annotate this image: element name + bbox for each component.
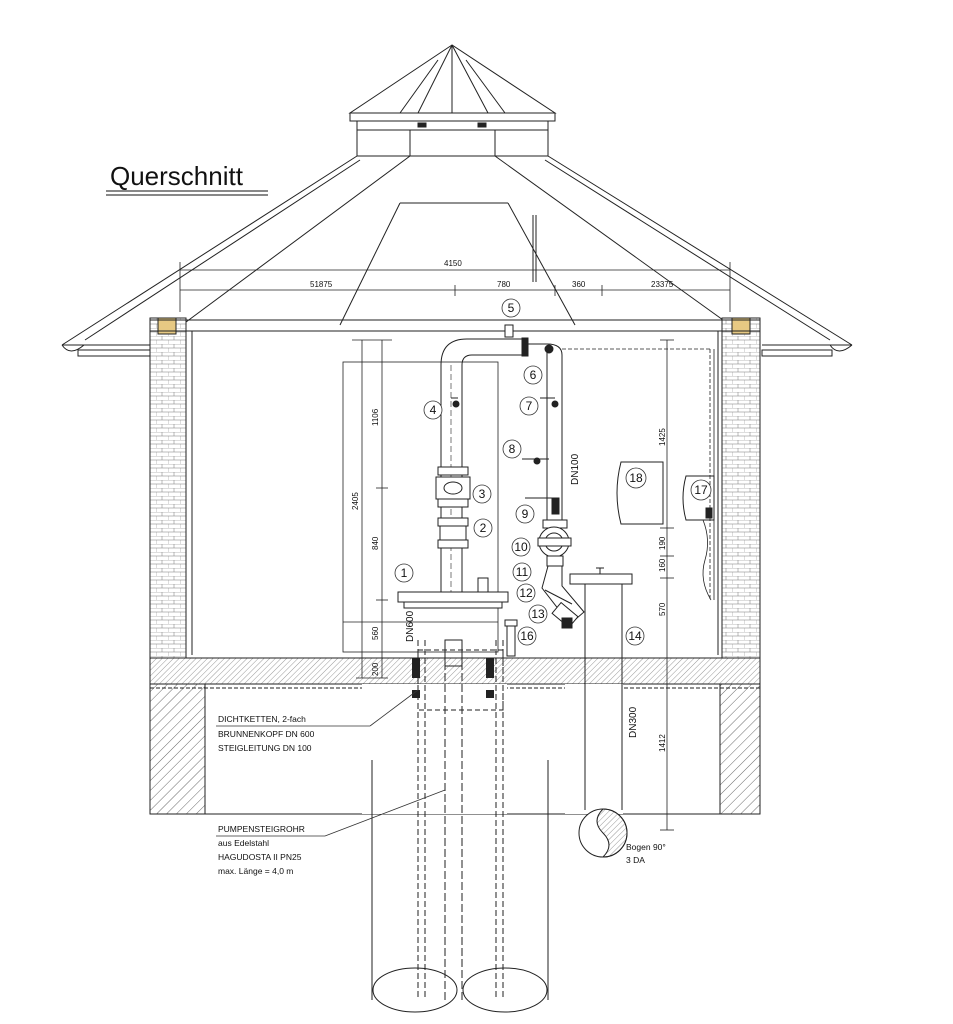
label-dn300: DN300 — [628, 706, 639, 738]
floor-slab — [149, 657, 761, 815]
roof-lantern — [348, 44, 557, 157]
callout-bubble-8 — [502, 439, 522, 459]
down-pipe — [527, 343, 563, 520]
label-dn600: DN600 — [405, 610, 416, 642]
well-shaft — [371, 639, 549, 1013]
note-material: aus Edelstahl — [218, 838, 269, 848]
callout-bubble-13 — [528, 604, 548, 624]
callout-3: 3 — [479, 487, 486, 501]
callout-16: 16 — [520, 629, 534, 643]
note-max-length: max. Länge = 4,0 m — [218, 866, 293, 876]
dim-r-1412: 1412 — [658, 734, 667, 752]
leader-lines — [216, 689, 446, 837]
pump-assembly — [537, 519, 572, 567]
seal-chains — [412, 658, 494, 698]
callout-2: 2 — [480, 521, 487, 535]
callout-bubble-2 — [473, 518, 493, 538]
callout-17: 17 — [694, 483, 708, 497]
note-bend-da: 3 DA — [626, 855, 645, 865]
valve-assembly — [435, 466, 471, 549]
callout-bubble-14 — [625, 626, 645, 646]
callout-bubble-6 — [523, 365, 543, 385]
dim-v-total: 2405 — [351, 492, 360, 510]
dim-r-190: 190 — [658, 536, 667, 550]
callout-bubble-7 — [519, 396, 539, 416]
callout-18: 18 — [629, 471, 643, 485]
callout-bubble-3 — [472, 484, 492, 504]
roof-dimensions — [179, 262, 731, 312]
note-well-head: BRUNNENKOPF DN 600 — [218, 729, 315, 739]
vertical-dimensions-left — [352, 339, 392, 679]
wall-left — [149, 317, 187, 659]
dim-v-mid: 840 — [371, 536, 380, 550]
callout-bubble-5 — [501, 298, 521, 318]
callout-13: 13 — [531, 607, 545, 621]
callout-bubble-17 — [690, 479, 712, 501]
callout-bubble-12 — [516, 583, 536, 603]
dim-mid: 780 — [497, 280, 511, 289]
callout-1: 1 — [401, 566, 408, 580]
small-valves-right — [522, 397, 560, 515]
callout-11: 11 — [516, 565, 529, 579]
main-roof — [61, 155, 853, 346]
dim-left: 51875 — [310, 280, 333, 289]
elbow-pipe — [541, 565, 585, 629]
note-riser: STEIGLEITUNG DN 100 — [218, 743, 312, 753]
callout-7: 7 — [526, 399, 533, 413]
callout-labels: 1 2 3 4 5 6 7 8 9 10 11 12 13 14 16 17 1… — [401, 301, 708, 643]
callout-14: 14 — [628, 629, 642, 643]
dim-r-570: 570 — [658, 602, 667, 616]
wall-right — [721, 317, 761, 659]
dim-overall: 4150 — [444, 259, 462, 268]
callouts — [394, 298, 712, 646]
callout-bubble-11 — [512, 562, 532, 582]
callout-4: 4 — [430, 403, 437, 417]
dim-r-160: 160 — [658, 558, 667, 572]
outlet-pipe — [569, 567, 633, 810]
bend-90 — [578, 808, 628, 858]
callout-6: 6 — [530, 368, 537, 382]
note-pump-riser: PUMPENSTEIGROHR — [218, 824, 305, 834]
vertical-dimensions-right — [660, 339, 674, 831]
note-seal-chains: DICHTKETTEN, 2-fach — [218, 714, 306, 724]
callout-bubble-16 — [517, 626, 537, 646]
callout-bubble-1 — [394, 563, 414, 583]
drawing-title: Querschnitt — [110, 161, 244, 191]
note-bend: Bogen 90° — [626, 842, 666, 852]
callout-bubble-10 — [511, 537, 531, 557]
dim-right: 23375 — [651, 280, 674, 289]
callout-bubble-9 — [515, 504, 535, 524]
dim-v-floor: 200 — [371, 662, 380, 676]
item-16-fitting — [504, 619, 518, 657]
note-type: HAGUDOSTA II PN25 — [218, 852, 302, 862]
dim-r-top: 1425 — [658, 428, 667, 446]
door-panel — [342, 361, 499, 653]
well-head-flange — [397, 577, 509, 609]
dim-v-top: 1106 — [371, 408, 380, 426]
callout-10: 10 — [514, 540, 528, 554]
gauge-valve-4 — [451, 397, 460, 408]
callout-5: 5 — [508, 301, 515, 315]
dim-mid2: 360 — [572, 280, 586, 289]
top-fitting — [504, 324, 554, 357]
riser-pipe — [440, 338, 524, 592]
dim-v-low: 560 — [371, 626, 380, 640]
label-dn100: DN100 — [570, 453, 581, 485]
cable-duct — [562, 348, 715, 601]
callout-12: 12 — [519, 586, 533, 600]
callout-8: 8 — [509, 442, 516, 456]
callout-9: 9 — [522, 507, 529, 521]
callout-bubble-18 — [625, 467, 647, 489]
callout-bubble-4 — [423, 400, 443, 420]
